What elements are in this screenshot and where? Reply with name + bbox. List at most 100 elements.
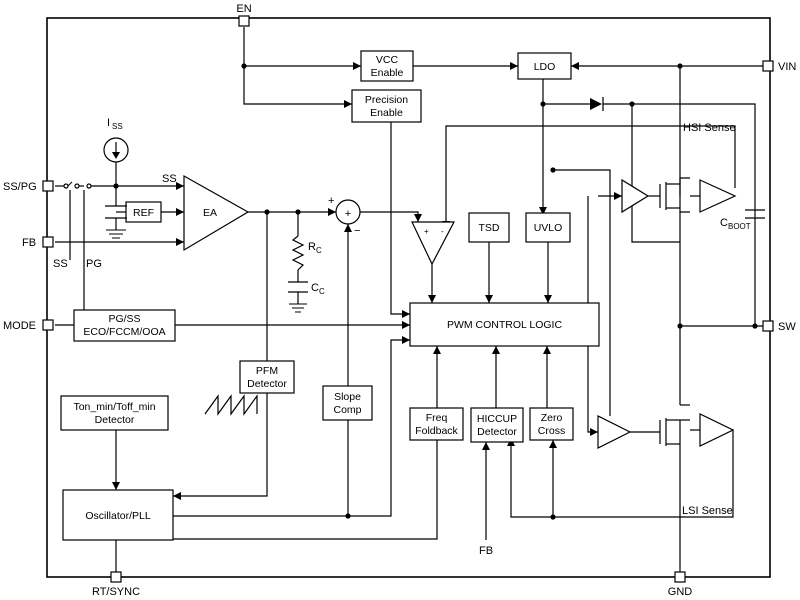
iss-current-source: I SS bbox=[103, 117, 129, 163]
pin-mode: MODE bbox=[3, 319, 54, 332]
pin-en-square bbox=[238, 15, 250, 27]
svg-text:Detector: Detector bbox=[247, 378, 287, 390]
pin-gnd-square bbox=[674, 571, 686, 583]
svg-text:REF: REF bbox=[133, 207, 154, 219]
svg-text:Enable: Enable bbox=[371, 67, 404, 79]
cc-capacitor: C C bbox=[288, 281, 325, 313]
svg-text:-: - bbox=[441, 227, 444, 236]
ss-net-label: SS bbox=[162, 173, 177, 185]
svg-text:C: C bbox=[316, 246, 322, 255]
ss-switch-label: SS bbox=[53, 258, 68, 270]
pin-rt-sync-square bbox=[110, 571, 122, 583]
svg-text:+: + bbox=[345, 208, 351, 220]
pwm-control-logic-block: PWM CONTROL LOGIC bbox=[409, 302, 600, 347]
svg-text:SS: SS bbox=[112, 122, 123, 131]
svg-text:+: + bbox=[424, 227, 429, 236]
svg-text:PFM: PFM bbox=[256, 365, 278, 377]
pg-ss-block: PG/SS ECO/FCCM/OOA bbox=[73, 309, 176, 342]
pin-sw: SW bbox=[762, 320, 796, 333]
svg-text:ECO/FCCM/OOA: ECO/FCCM/OOA bbox=[83, 326, 165, 338]
cboot-capacitor: C BOOT bbox=[720, 209, 765, 231]
svg-text:C: C bbox=[319, 287, 325, 296]
bootstrap-diode bbox=[590, 97, 604, 111]
pin-fb-left-label: FB bbox=[22, 237, 36, 249]
ss-pg-switch bbox=[63, 181, 92, 189]
pin-gnd: GND bbox=[668, 571, 693, 598]
ea-amplifier: EA bbox=[183, 174, 250, 252]
tsd-block: TSD bbox=[468, 212, 510, 243]
svg-text:LDO: LDO bbox=[534, 61, 556, 73]
pfm-detector-block: PFM Detector bbox=[239, 360, 295, 394]
ss-capacitor bbox=[105, 205, 127, 239]
pin-vin-square bbox=[762, 60, 774, 72]
uvlo-block: UVLO bbox=[525, 212, 571, 243]
svg-text:UVLO: UVLO bbox=[534, 222, 563, 234]
wires bbox=[55, 27, 763, 572]
hiccup-detector-block: HICCUP Detector bbox=[470, 407, 524, 443]
hs-gate-driver bbox=[621, 178, 650, 214]
rc-resistor: R C bbox=[291, 235, 322, 271]
pin-vin-label: VIN bbox=[778, 61, 796, 73]
ls-gate-driver bbox=[597, 415, 632, 449]
svg-text:Comp: Comp bbox=[333, 404, 361, 416]
svg-text:TSD: TSD bbox=[479, 222, 500, 234]
pin-fb-left: FB bbox=[22, 236, 54, 249]
low-side-mosfet bbox=[659, 418, 680, 446]
svg-text:VCC: VCC bbox=[376, 54, 399, 66]
pin-en: EN bbox=[236, 3, 252, 27]
pin-mode-label: MODE bbox=[3, 320, 36, 332]
lsi-sense-label: LSI Sense bbox=[682, 505, 733, 517]
ref-block: REF bbox=[125, 201, 162, 223]
freq-foldback-block: Freq Foldback bbox=[409, 407, 464, 441]
pin-fb-bottom-label: FB bbox=[479, 545, 493, 557]
slope-comp-block: Slope Comp bbox=[322, 385, 373, 421]
junction-dots bbox=[113, 63, 758, 520]
pin-sw-square bbox=[762, 320, 774, 332]
hsi-sense-label: HSI Sense bbox=[683, 122, 736, 134]
oscillator-pll-block: Oscillator/PLL bbox=[62, 489, 174, 541]
pin-fb-left-square bbox=[42, 236, 54, 248]
svg-text:Foldback: Foldback bbox=[415, 425, 458, 437]
pin-en-label: EN bbox=[236, 3, 251, 15]
svg-text:PG/SS: PG/SS bbox=[108, 313, 140, 325]
pin-vin: VIN bbox=[762, 60, 796, 73]
high-side-mosfet bbox=[659, 182, 680, 210]
svg-text:+: + bbox=[328, 195, 334, 207]
svg-text:I: I bbox=[107, 117, 110, 129]
svg-text:HICCUP: HICCUP bbox=[477, 413, 517, 425]
svg-text:Oscillator/PLL: Oscillator/PLL bbox=[85, 510, 151, 522]
ldo-block: LDO bbox=[517, 52, 572, 80]
summing-junction: + + − bbox=[328, 195, 361, 237]
pin-ss-pg-square bbox=[42, 180, 54, 192]
svg-text:R: R bbox=[308, 241, 316, 253]
pin-gnd-label: GND bbox=[668, 586, 693, 598]
svg-text:Detector: Detector bbox=[95, 414, 135, 426]
svg-text:EA: EA bbox=[203, 207, 217, 219]
ton-toff-detector-block: Ton_min/Toff_min Detector bbox=[60, 395, 169, 431]
zero-cross-block: Zero Cross bbox=[529, 407, 574, 441]
pin-rt-sync: RT/SYNC bbox=[92, 571, 140, 598]
vcc-enable-block: VCC Enable bbox=[360, 50, 414, 82]
pin-mode-square bbox=[42, 319, 54, 331]
svg-text:Zero: Zero bbox=[541, 412, 563, 424]
svg-text:Enable: Enable bbox=[370, 107, 403, 119]
precision-enable-block: Precision Enable bbox=[351, 89, 422, 123]
svg-text:Cross: Cross bbox=[538, 425, 565, 437]
svg-text:C: C bbox=[720, 217, 728, 229]
pin-fb-bottom: FB bbox=[479, 545, 493, 557]
sawtooth-waveform bbox=[204, 394, 258, 416]
pg-switch-label: PG bbox=[86, 258, 102, 270]
svg-text:Detector: Detector bbox=[477, 426, 517, 438]
svg-text:Slope: Slope bbox=[334, 391, 361, 403]
pin-rt-sync-label: RT/SYNC bbox=[92, 586, 140, 598]
pin-sw-label: SW bbox=[778, 321, 796, 333]
svg-text:C: C bbox=[311, 282, 319, 294]
svg-text:−: − bbox=[354, 225, 360, 237]
svg-text:PWM CONTROL LOGIC: PWM CONTROL LOGIC bbox=[447, 319, 563, 331]
svg-text:Freq: Freq bbox=[426, 412, 448, 424]
pwm-comparator: + - bbox=[411, 221, 455, 266]
pin-ss-pg-label: SS/PG bbox=[3, 181, 37, 193]
svg-text:BOOT: BOOT bbox=[728, 222, 751, 231]
svg-text:Precision: Precision bbox=[365, 94, 408, 106]
